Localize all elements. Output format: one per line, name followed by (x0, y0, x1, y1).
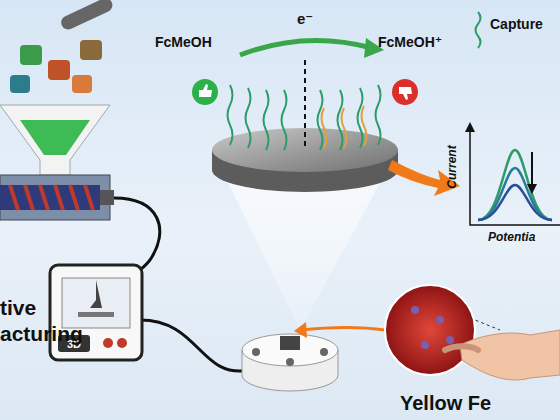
thumb-down (392, 79, 418, 105)
voltammogram (465, 122, 560, 225)
leader-line (470, 318, 500, 330)
axis-label: Current (445, 145, 459, 188)
strand-icon (476, 12, 481, 48)
3d-printer (50, 265, 142, 360)
virus-particles (411, 306, 454, 349)
molecule-label: FcMeOH⁺ (378, 34, 442, 50)
caption-fragment: tive (0, 296, 36, 320)
divider (304, 60, 306, 150)
legend-label: Capture (490, 16, 543, 32)
axis-label: Potentia (488, 230, 535, 244)
cone (212, 150, 398, 330)
electron-arrow (240, 40, 372, 55)
electrochemical-cell (242, 334, 338, 391)
target-strands (322, 106, 367, 148)
sample-arrow (300, 328, 385, 331)
molecule-label: FcMeOH (155, 34, 212, 50)
hopper (0, 0, 115, 175)
hand (460, 330, 560, 380)
extruder (0, 175, 114, 220)
thumb-up (192, 79, 218, 105)
electron-label: e⁻ (297, 10, 313, 28)
blood-sample (385, 285, 475, 375)
cable (140, 320, 250, 371)
disease-label: Yellow Fe (400, 392, 491, 415)
caption-fragment: acturing (0, 322, 83, 346)
electrode-disk (212, 128, 398, 192)
